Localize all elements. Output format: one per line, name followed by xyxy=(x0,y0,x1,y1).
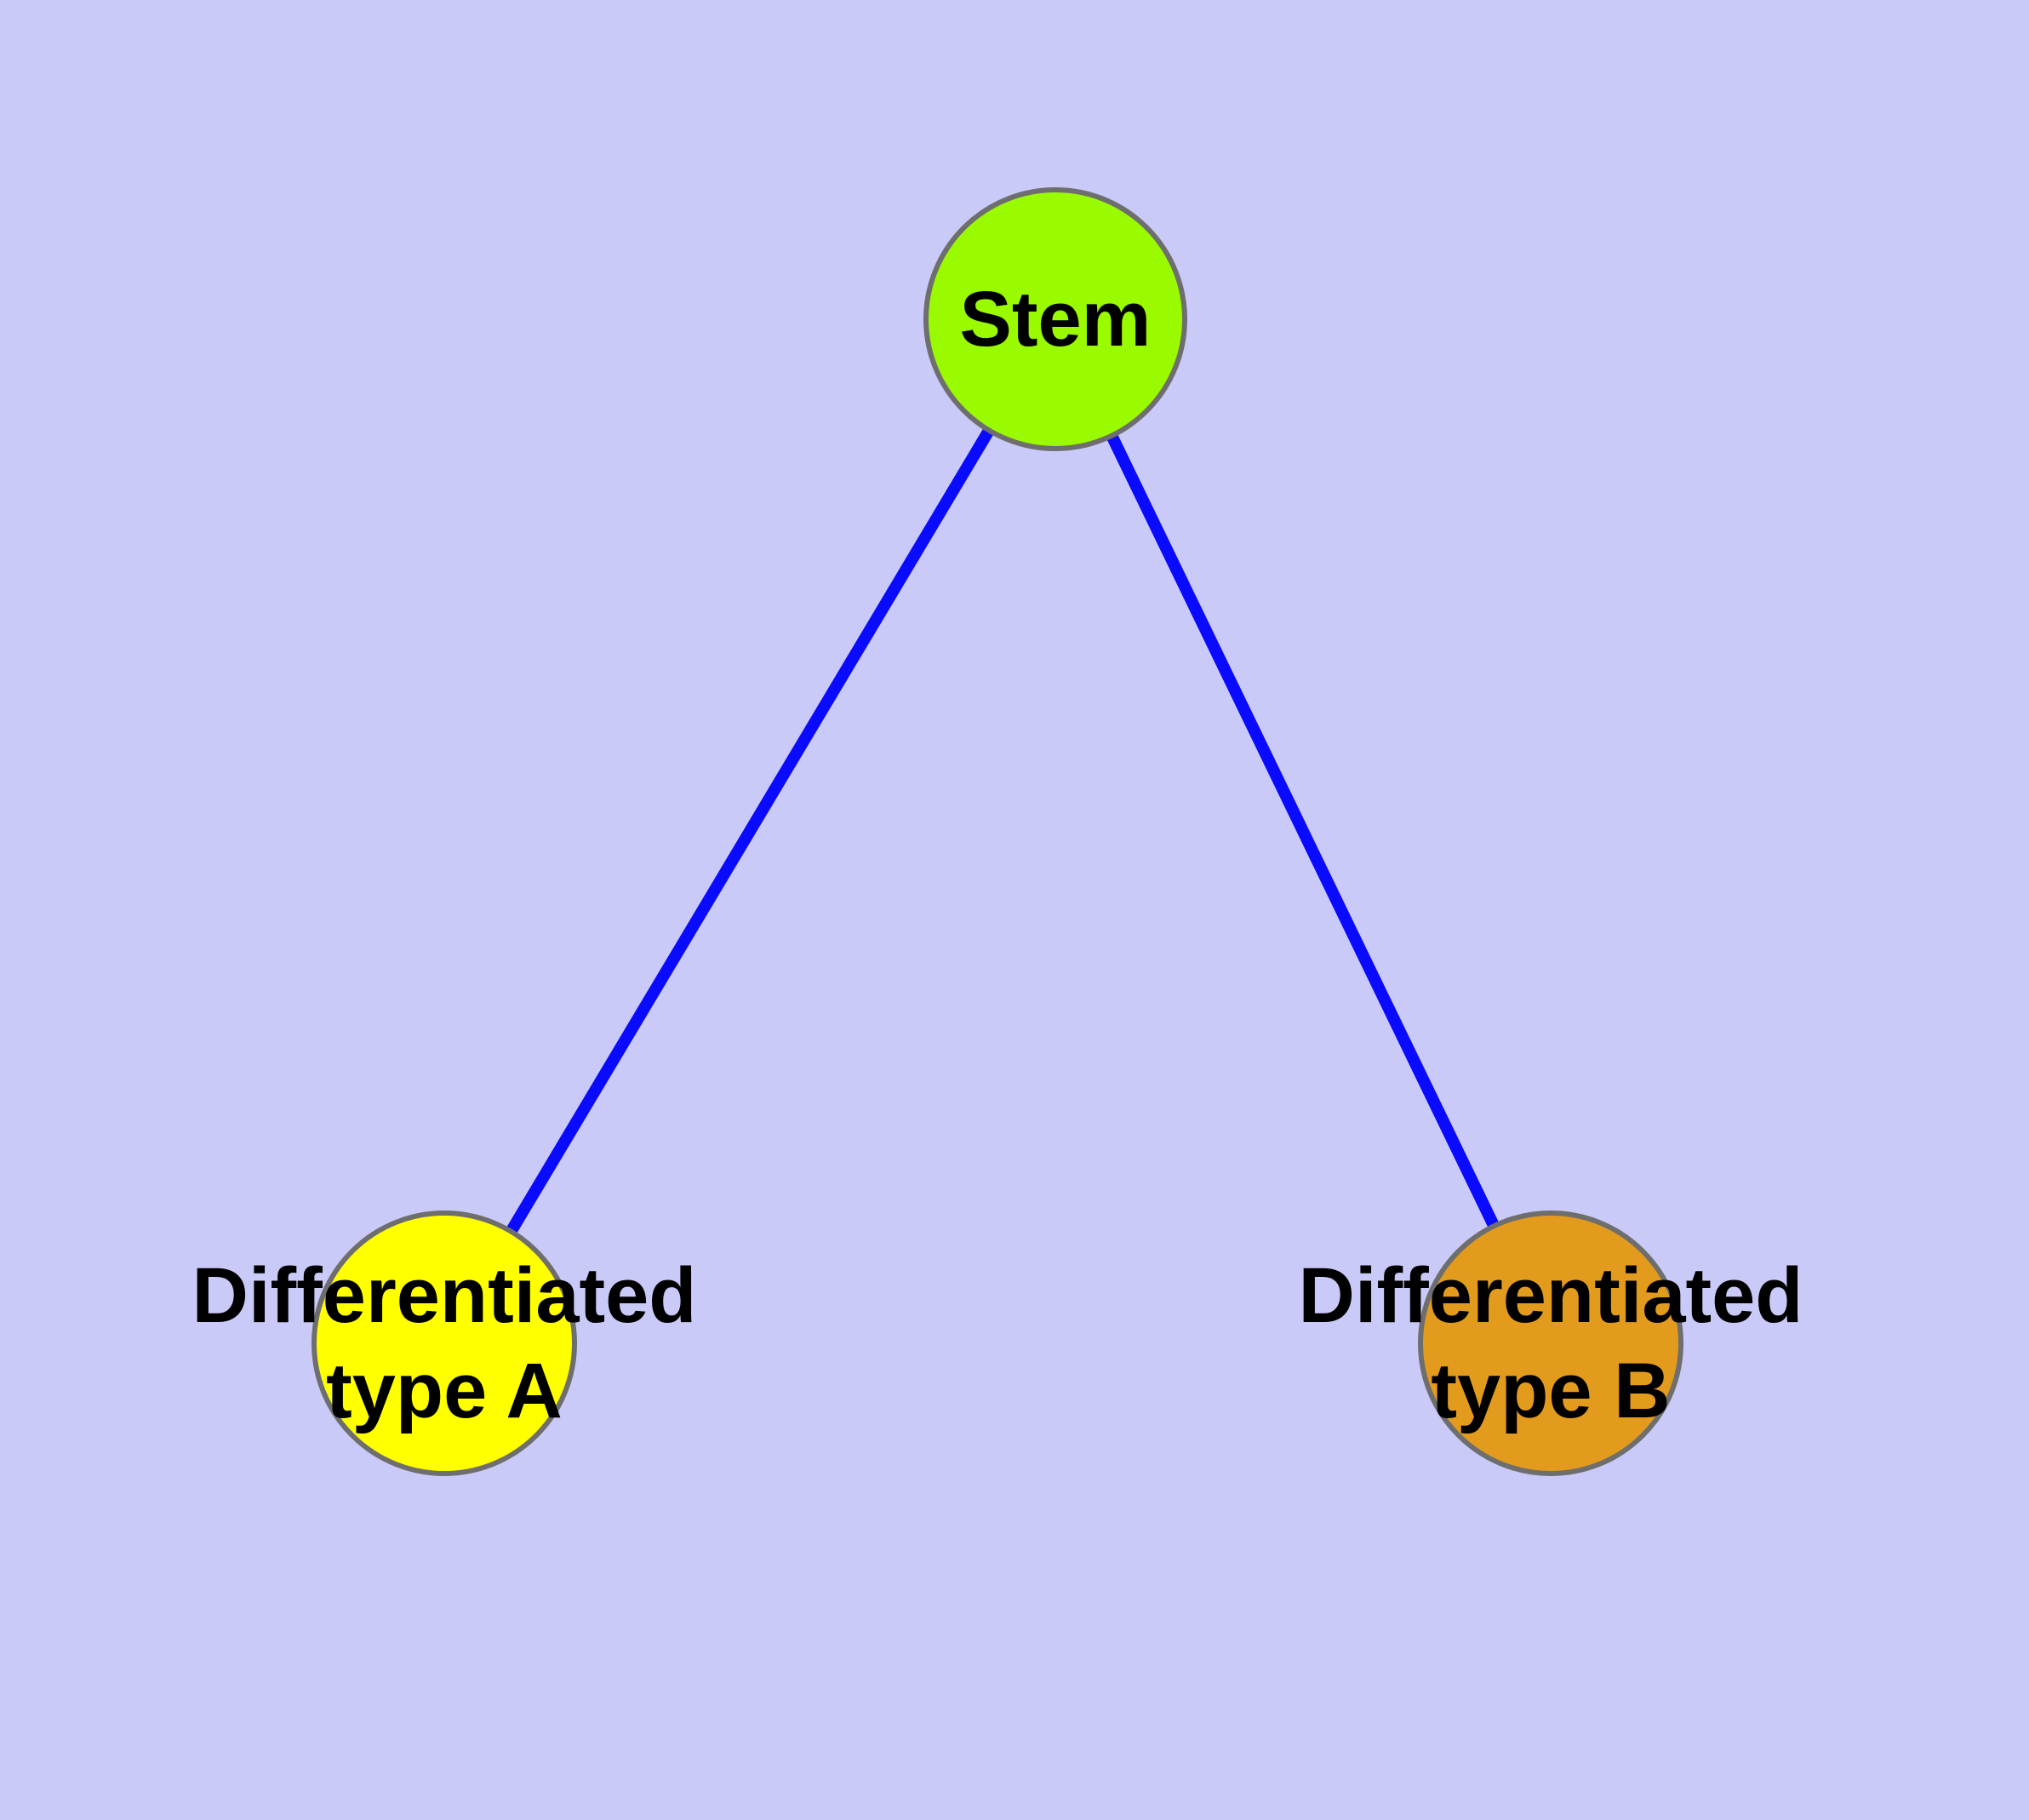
node-stem-label: Stem xyxy=(959,276,1152,363)
edge-stem-to-differentiated-type-a xyxy=(438,316,1061,1347)
node-differentiated-type-b-label: Differentiated type B xyxy=(1298,1252,1803,1434)
node-differentiated-type-a-label: Differentiated type A xyxy=(191,1252,697,1434)
edge-stem-to-differentiated-type-b xyxy=(1049,316,1557,1347)
node-differentiated-type-a-circle xyxy=(311,1210,577,1476)
node-differentiated-type-b-circle xyxy=(1418,1210,1683,1476)
node-stem-circle xyxy=(923,187,1187,451)
